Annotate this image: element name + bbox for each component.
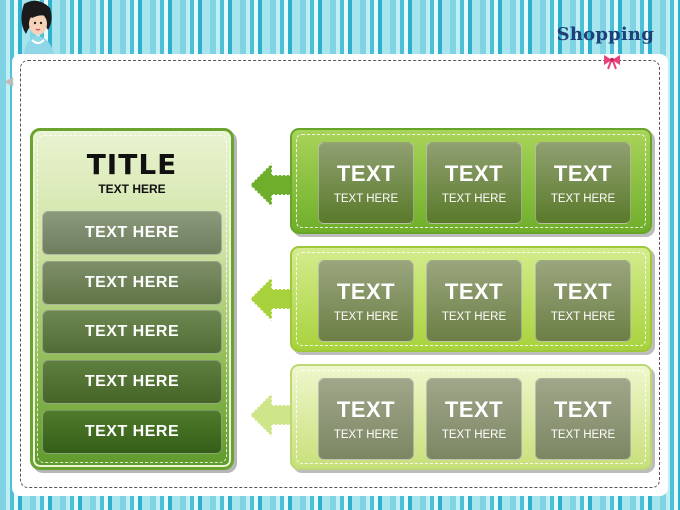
left-item-2: TEXT HERE xyxy=(42,261,222,305)
pink-bow-icon xyxy=(604,55,620,70)
content-row-3: TEXT TEXT HERE TEXT TEXT HERE TEXT TEXT … xyxy=(290,364,652,470)
left-arrow-icon xyxy=(248,161,295,209)
panel-subtitle: TEXT HERE xyxy=(98,182,166,196)
cell-subtitle: TEXT HERE xyxy=(441,311,507,323)
cell-title: TEXT xyxy=(336,279,396,304)
cell-title: TEXT xyxy=(553,397,613,422)
cell-subtitle: TEXT HERE xyxy=(550,311,616,323)
content-cell: TEXT TEXT HERE xyxy=(426,260,522,342)
cell-title: TEXT xyxy=(553,279,613,304)
cell-subtitle: TEXT HERE xyxy=(333,193,399,205)
content-row-2: TEXT TEXT HERE TEXT TEXT HERE TEXT TEXT … xyxy=(290,246,652,352)
cell-title: TEXT xyxy=(553,161,613,186)
content-cell: TEXT TEXT HERE xyxy=(318,142,414,224)
left-arrow-icon xyxy=(248,275,295,323)
cell-subtitle: TEXT HERE xyxy=(333,311,399,323)
left-arrow-icon xyxy=(248,391,295,439)
content-cell: TEXT TEXT HERE xyxy=(318,378,414,460)
cell-subtitle: TEXT HERE xyxy=(550,193,616,205)
cell-subtitle: TEXT HERE xyxy=(441,429,507,441)
panel-title: TITLE xyxy=(86,148,178,181)
content-cell: TEXT TEXT HERE xyxy=(318,260,414,342)
content-cell: TEXT TEXT HERE xyxy=(535,142,631,224)
cell-title: TEXT xyxy=(336,161,396,186)
left-item-3: TEXT HERE xyxy=(42,310,222,354)
content-cell: TEXT TEXT HERE xyxy=(426,378,522,460)
cell-subtitle: TEXT HERE xyxy=(550,429,616,441)
cell-title: TEXT xyxy=(336,397,396,422)
side-left-arrow-icon: ◀ xyxy=(4,74,14,88)
left-item-4: TEXT HERE xyxy=(42,360,222,404)
content-row-1: TEXT TEXT HERE TEXT TEXT HERE TEXT TEXT … xyxy=(290,128,652,234)
left-panel: TITLE TEXT HERE TEXT HERE TEXT HERE TEXT… xyxy=(30,128,234,470)
cell-title: TEXT xyxy=(444,397,504,422)
cell-title: TEXT xyxy=(444,161,504,186)
cell-subtitle: TEXT HERE xyxy=(441,193,507,205)
cartoon-girl-illustration xyxy=(21,0,54,54)
cell-title: TEXT xyxy=(444,279,504,304)
content-cell: TEXT TEXT HERE xyxy=(426,142,522,224)
shopping-logo: Shopping xyxy=(556,24,654,45)
content-cell: TEXT TEXT HERE xyxy=(535,378,631,460)
left-item-1: TEXT HERE xyxy=(42,211,222,255)
slide-border xyxy=(20,60,660,488)
left-item-5: TEXT HERE xyxy=(42,410,222,454)
content-cell: TEXT TEXT HERE xyxy=(535,260,631,342)
cell-subtitle: TEXT HERE xyxy=(333,429,399,441)
